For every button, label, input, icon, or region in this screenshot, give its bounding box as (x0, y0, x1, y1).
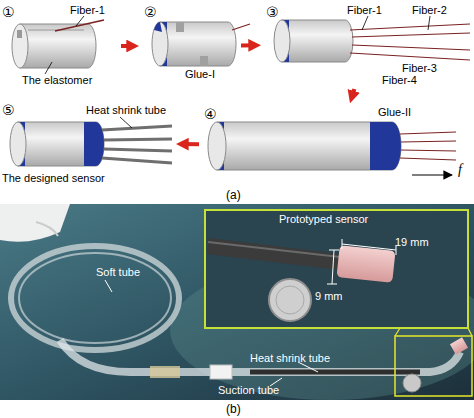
part-label: Glue-II (378, 106, 411, 119)
assembly-step: ③ Fiber-1 Fiber-2Fiber-3Fiber-4 (262, 0, 474, 88)
flow-arrow (241, 43, 256, 47)
glued-cylinder (152, 22, 250, 66)
part-label: The designed sensor (2, 172, 105, 185)
part-label: Fiber-2 (412, 4, 447, 17)
assembly-step: ② Glue-I (140, 0, 240, 92)
step-number: ③ (266, 4, 279, 20)
fibered-cylinder (274, 16, 470, 62)
glued-sensor (208, 122, 456, 175)
part-label: Heat shrink tube (86, 104, 166, 117)
photo-panel: Soft tubeHeat shrink tubeSuction tube Pro… (0, 204, 474, 400)
part-label: Heat shrink tube (250, 352, 330, 365)
part-label: Fiber-4 (382, 74, 417, 87)
designed-sensor (10, 117, 172, 166)
assembly-step: ① Fiber-1The elastomer (0, 0, 120, 92)
part-label: Glue-I (185, 68, 215, 81)
part-label: Fiber-3 (402, 62, 437, 75)
flow-arrow (181, 142, 199, 146)
panel-label: (a) (226, 189, 241, 203)
assembly-step: ⑤ Heat shrink tubeThe designed sensor (0, 98, 175, 188)
flow-arrow (121, 44, 134, 48)
part-label: Soft tube (96, 266, 140, 279)
flow-arrow (352, 89, 355, 98)
inset-panel: Prototyped sensor 9 mm 19 mm (205, 210, 468, 328)
step-number: ④ (204, 106, 217, 122)
inset-title: Prototyped sensor (279, 213, 368, 226)
step-number: ① (2, 4, 15, 20)
step-number: ⑤ (2, 102, 15, 118)
assembly-step: ④ Glue-II f (200, 104, 474, 188)
part-label: Suction tube (218, 384, 279, 397)
step-number: ② (144, 4, 157, 20)
dimension-label: 9 mm (315, 290, 343, 303)
dimension-label: 19 mm (395, 236, 429, 249)
elastomer-cylinder (12, 16, 104, 74)
panel-label: (b) (226, 403, 241, 417)
part-label: The elastomer (22, 74, 92, 87)
force-symbol: f (458, 162, 462, 178)
photo (0, 204, 474, 400)
part-label: Fiber-1 (70, 4, 105, 17)
part-label: Fiber-1 (347, 4, 382, 17)
